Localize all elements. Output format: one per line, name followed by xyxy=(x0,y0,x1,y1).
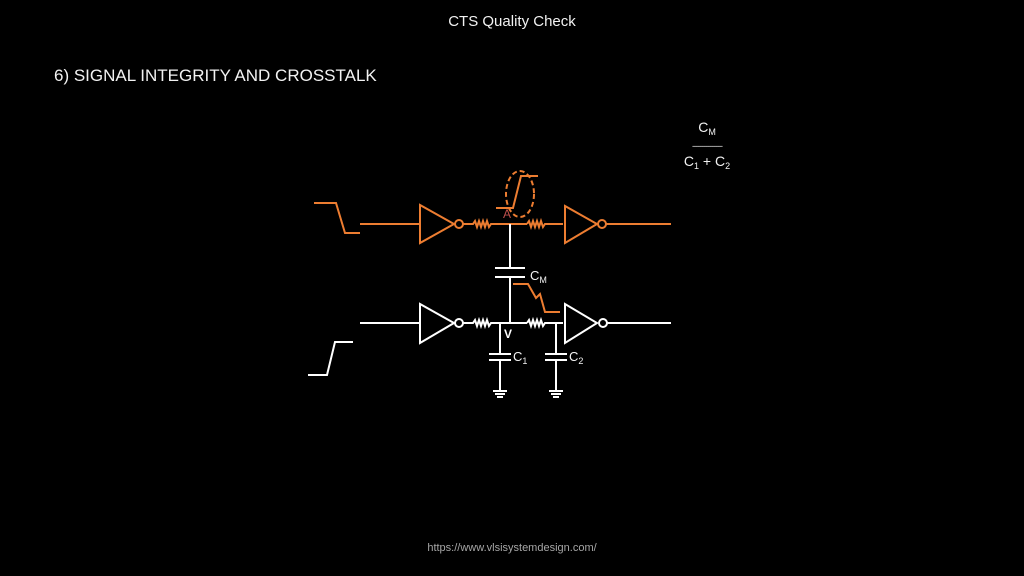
aggressor-receiver-bubble xyxy=(597,219,607,229)
page-title: CTS Quality Check xyxy=(448,13,576,30)
coupling-capacitor xyxy=(495,224,525,323)
footer-url[interactable]: https://www.vlsisystemdesign.com/ xyxy=(427,542,597,554)
aggressor-driver-bubble xyxy=(454,219,464,229)
victim-net xyxy=(308,302,671,376)
formula-numerator: CM xyxy=(698,119,716,137)
aggressor-driver-inverter xyxy=(419,203,457,245)
node-v-label: V xyxy=(504,327,512,341)
victim-input-waveform xyxy=(308,341,353,376)
node-a-label: A xyxy=(503,207,511,221)
victim-resistor-2 xyxy=(526,316,563,330)
crosstalk-formula: CM --------------- C1 + C2 xyxy=(672,118,742,176)
aggressor-receiver-inverter xyxy=(564,204,599,245)
aggressor-net xyxy=(314,170,671,245)
coupling-cap-label: CM xyxy=(530,268,547,285)
victim-receiver-inverter xyxy=(564,302,599,345)
capacitor-c1 xyxy=(489,323,511,390)
victim-glitch-waveform xyxy=(513,283,560,313)
section-heading: 6) SIGNAL INTEGRITY AND CROSSTALK xyxy=(54,66,377,85)
victim-driver-bubble xyxy=(454,318,464,328)
aggressor-resistor-2 xyxy=(526,217,563,231)
ground-icon-c2 xyxy=(549,390,563,398)
capacitor-c2 xyxy=(545,323,567,390)
victim-resistor-1 xyxy=(463,316,511,330)
victim-driver-inverter xyxy=(419,302,457,345)
formula-fraction-bar: --------------- xyxy=(692,141,723,151)
formula-denominator: C1 + C2 xyxy=(683,153,731,171)
aggressor-resistor-1 xyxy=(463,217,499,231)
victim-receiver-bubble xyxy=(598,318,608,328)
cap2-label: C2 xyxy=(569,349,583,366)
aggressor-input-waveform xyxy=(314,202,360,234)
cap1-label: C1 xyxy=(513,349,527,366)
ground-icon-c1 xyxy=(493,390,507,398)
aggressor-highlight-ellipse xyxy=(505,170,535,218)
aggressor-node-waveform xyxy=(496,175,538,209)
